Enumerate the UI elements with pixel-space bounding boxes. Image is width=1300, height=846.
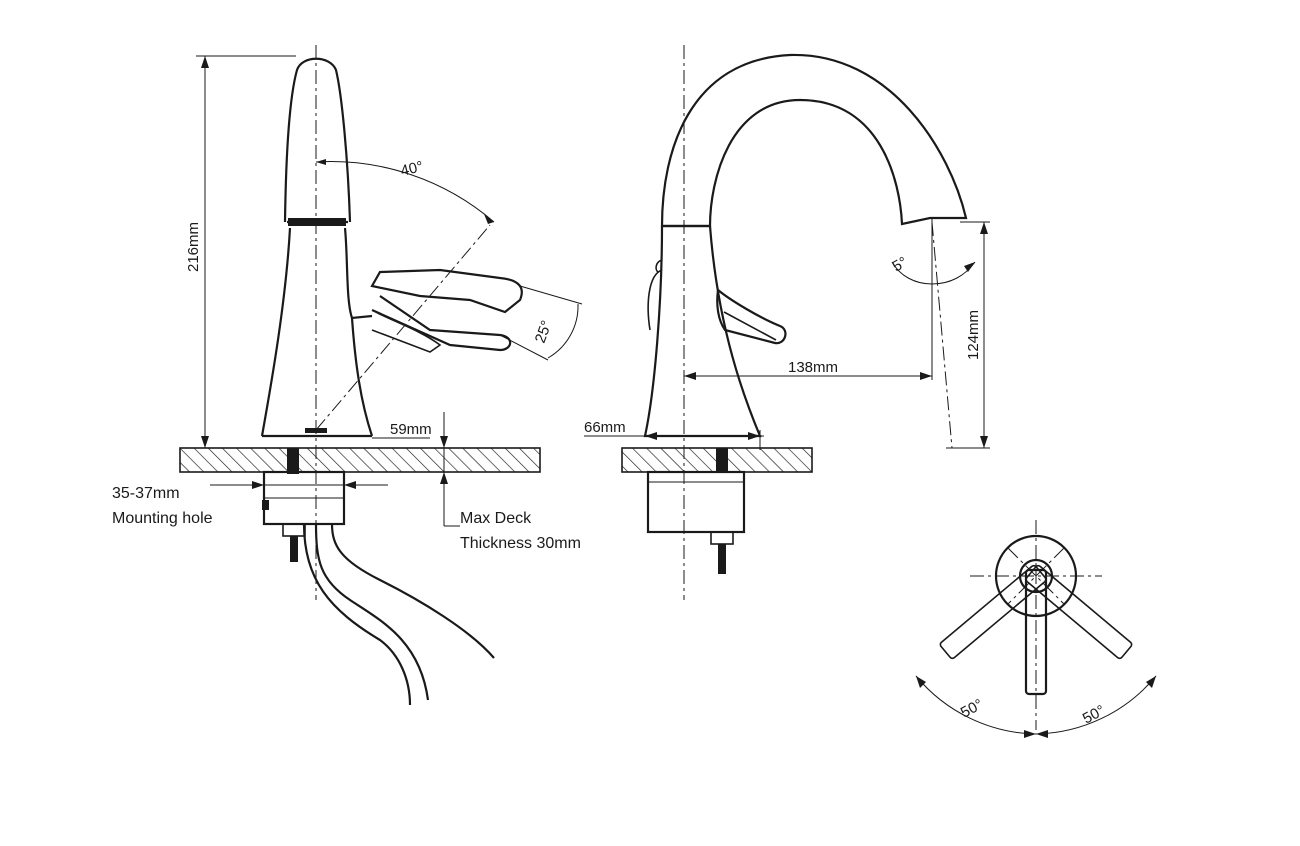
top-handle-right [1025, 564, 1133, 660]
front-view: 40° 25° 216mm 59mm Max Deck Thickness 30… [112, 45, 583, 706]
arrow-head [316, 159, 326, 165]
front-tilt-axis [315, 224, 491, 431]
arrow-head [684, 372, 696, 380]
side-stream-line [931, 221, 953, 449]
arrow-head [484, 214, 494, 224]
arrow-head [964, 262, 975, 272]
front-deck [179, 447, 541, 473]
top-handle-center [1024, 568, 1048, 696]
front-angle-25-label: 25° [532, 318, 556, 345]
arrow-head [920, 372, 932, 380]
front-angle-40-label: 40° [399, 158, 425, 180]
arrow-head [201, 436, 209, 448]
side-bolt-thread [718, 544, 726, 574]
shank-mark [262, 500, 269, 510]
top-view: 50° 50° [915, 520, 1157, 738]
deck-thickness-line2: Thickness 30mm [460, 535, 581, 552]
arrow-head [344, 481, 356, 489]
front-supply-hose [302, 523, 495, 706]
front-height-label: 216mm [185, 222, 202, 272]
front-body-ring [288, 218, 346, 226]
arrow-head [1024, 730, 1036, 738]
front-bolt-thread [290, 536, 298, 562]
front-angle-25-arc [547, 303, 579, 359]
center-line [1007, 547, 1065, 605]
mounting-hole-line1: 35-37mm [112, 485, 180, 502]
side-shank [646, 470, 746, 534]
side-reach-label: 138mm [788, 359, 838, 376]
side-nut [710, 531, 734, 545]
arrow-head [440, 436, 448, 448]
top-right-angle-label: 50° [1080, 702, 1108, 728]
arrow-head [1036, 730, 1048, 738]
center-line [1007, 547, 1065, 605]
front-base-width-label: 59mm [390, 421, 432, 438]
side-base-label: 66mm [584, 419, 626, 436]
front-bolt-top [287, 448, 299, 474]
front-lever-tilted [371, 311, 442, 353]
front-lever [350, 268, 523, 437]
arrow-head [645, 432, 657, 440]
arrow-head [201, 56, 209, 68]
arrow-head [252, 481, 264, 489]
top-handle-left [939, 564, 1047, 660]
side-angle-5-arc [891, 261, 976, 285]
arrow-head [980, 436, 988, 448]
deck-thickness-line1: Max Deck [460, 510, 532, 527]
side-lever-line [723, 311, 777, 341]
side-spout-height-label: 124mm [965, 310, 982, 360]
mounting-hole-line2: Mounting hole [112, 510, 213, 527]
side-view: 66mm 138mm 124mm 5° [584, 45, 990, 600]
top-left-angle-label: 50° [958, 696, 986, 722]
side-lever [716, 287, 787, 345]
arrow-head [980, 222, 988, 234]
side-angle-5-label: 5° [890, 254, 911, 276]
front-faucet-body [260, 57, 373, 438]
side-bolt-top [716, 448, 728, 472]
base-mark [305, 428, 327, 433]
arrow-head [916, 676, 926, 688]
side-button [647, 259, 663, 331]
front-angle-25-lines [499, 285, 583, 361]
top-base-circle [994, 534, 1078, 618]
top-left-arc [915, 675, 1037, 735]
arrow-head [440, 472, 448, 484]
side-body [643, 225, 762, 438]
side-spout [660, 53, 968, 228]
arrow-head [1146, 676, 1156, 688]
front-angle-40-arc [315, 161, 495, 223]
arrow-head [748, 432, 760, 440]
front-nut [282, 523, 306, 537]
top-right-arc [1035, 675, 1157, 735]
